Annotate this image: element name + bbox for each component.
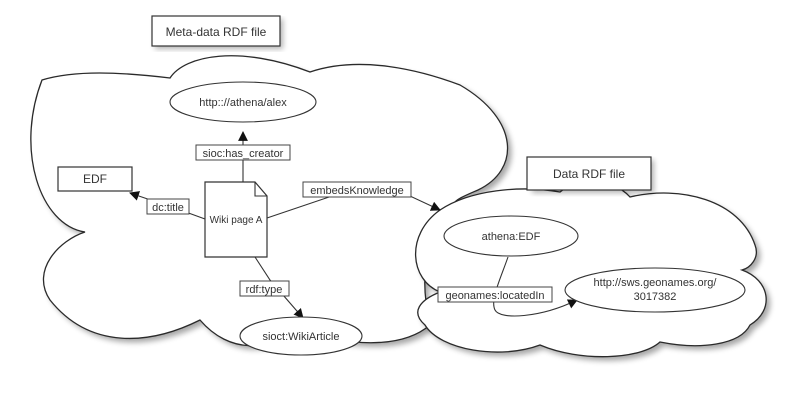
node-edf-literal: EDF <box>57 166 133 192</box>
dc-title-text: dc:title <box>152 202 184 214</box>
rdf-type-text: rdf:type <box>246 284 283 296</box>
node-athena-edf-label: athena:EDF <box>482 231 541 243</box>
node-wiki-page-label: Wiki page A <box>210 215 263 226</box>
node-athena-edf: athena:EDF <box>443 215 579 257</box>
data-title-box: Data RDF file <box>526 156 654 193</box>
edge-label-dc-title: dc:title <box>146 198 190 215</box>
data-title: Data RDF file <box>553 167 625 181</box>
embeds-knowledge-text: embedsKnowledge <box>310 185 404 197</box>
edge-label-rdf-type: rdf:type <box>239 280 290 297</box>
node-alex: http:://athena/alex <box>169 81 317 123</box>
metadata-title-box: Meta-data RDF file <box>151 15 283 49</box>
node-geonames: http://sws.geonames.org/ 3017382 <box>564 267 746 313</box>
node-edf-label: EDF <box>83 172 107 186</box>
located-in-text: geonames:locatedIn <box>445 290 544 302</box>
node-alex-label: http:://athena/alex <box>199 97 287 109</box>
edge-located-in <box>493 256 578 317</box>
edge-rdf-type <box>254 256 304 319</box>
node-wiki-article-label: sioct:WikiArticle <box>262 331 339 343</box>
edge-label-has-creator: sioc:has_creator <box>195 144 291 161</box>
edge-label-located-in: geonames:locatedIn <box>437 286 553 303</box>
has-creator-text: sioc:has_creator <box>203 148 284 160</box>
data-cloud <box>415 181 771 361</box>
node-wiki-article: sioct:WikiArticle <box>239 316 363 356</box>
metadata-cloud <box>30 55 512 350</box>
metadata-title: Meta-data RDF file <box>166 25 267 39</box>
node-geonames-label-line1: http://sws.geonames.org/ <box>594 277 718 289</box>
edge-label-embeds-knowledge: embedsKnowledge <box>302 181 412 198</box>
node-wiki-page: Wiki page A <box>204 181 268 258</box>
node-geonames-label-line2: 3017382 <box>634 291 677 303</box>
